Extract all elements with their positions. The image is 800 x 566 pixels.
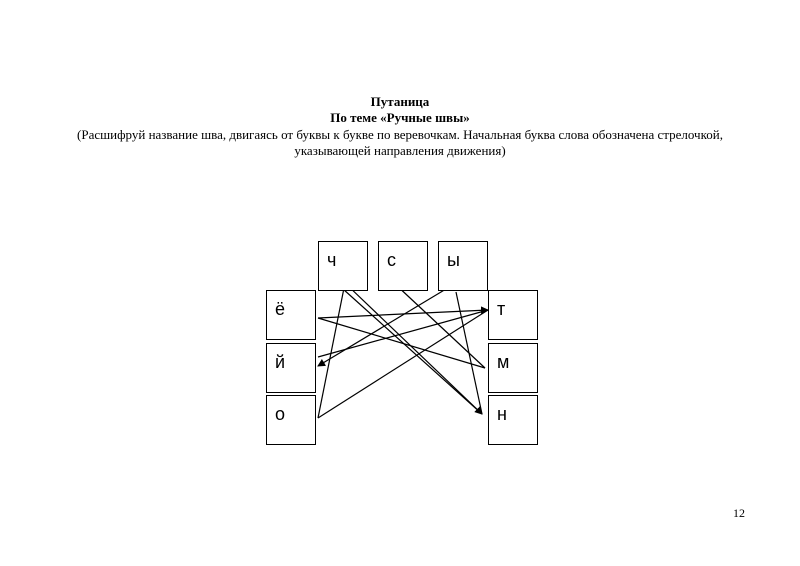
letter: с (387, 250, 396, 270)
string-o-to-t (317, 309, 489, 419)
letter-box-right-2: м (488, 343, 538, 393)
string-yy-to-n (455, 291, 483, 415)
page-number: 12 (733, 506, 745, 520)
instructions-line-2: указывающей направления движения) (294, 143, 506, 158)
string-ch-to-n (344, 282, 483, 415)
letter-box-left-1: ё (266, 290, 316, 340)
letter-box-top-2: с (378, 241, 428, 291)
letter-box-left-3: о (266, 395, 316, 445)
string-y-to-yy (317, 282, 457, 367)
letter: й (275, 352, 286, 372)
letter: ё (275, 299, 286, 319)
letter-box-top-3: ы (438, 241, 488, 291)
letter-box-left-2: й (266, 343, 316, 393)
letter: н (497, 404, 507, 424)
string-yo-to-m (317, 317, 486, 369)
letter-box-top-1: ч (318, 241, 368, 291)
string-s-to-m (393, 282, 486, 369)
string-o-to-ch (317, 282, 348, 419)
letter: м (497, 352, 510, 372)
string-n-to-ch (342, 288, 483, 415)
letter-box-right-1: т (488, 290, 538, 340)
puzzle-topic: По теме «Ручные швы» (330, 110, 470, 125)
letter: о (275, 404, 286, 424)
letter: т (497, 299, 506, 319)
letter: ы (447, 250, 460, 270)
instructions-line-1: (Расшифруй название шва, двигаясь от бук… (77, 127, 723, 142)
letter-box-right-3: н (488, 395, 538, 445)
letter: ч (327, 250, 337, 270)
puzzle-title: Путаница (370, 94, 430, 109)
